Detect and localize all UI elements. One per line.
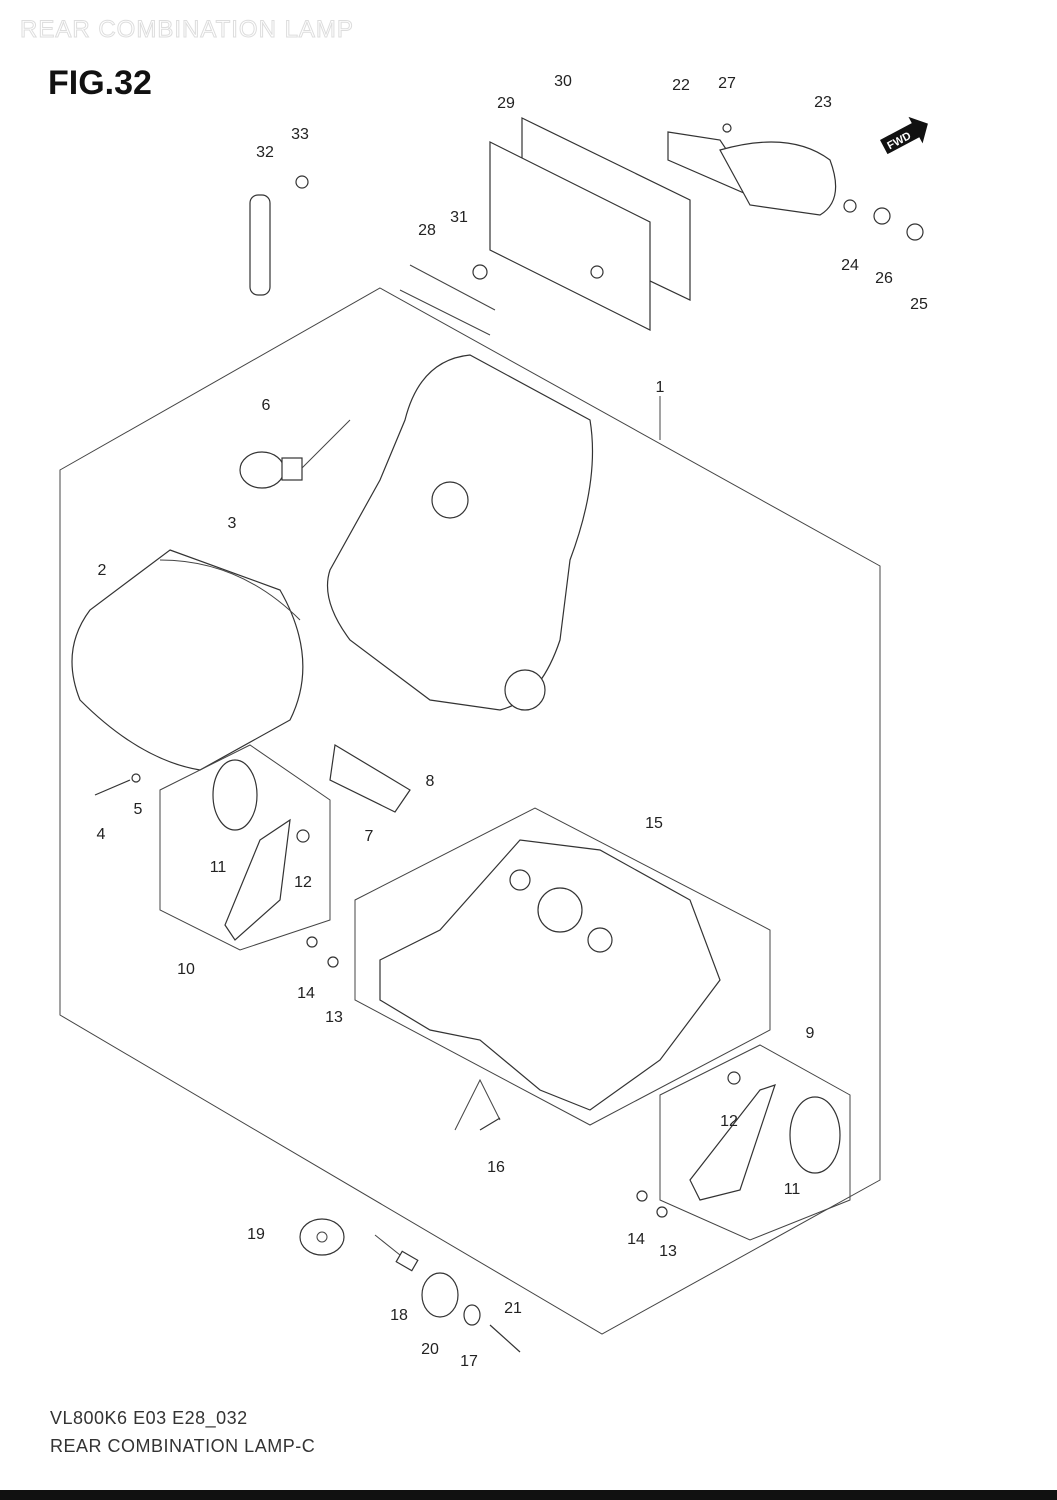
bottom-border: [0, 1490, 1057, 1500]
callout-6: 6: [262, 397, 271, 414]
callout-12: 12: [720, 1113, 738, 1130]
lamp-housing: [326, 354, 594, 711]
callout-29: 29: [497, 95, 515, 112]
turn-signal-right: [636, 1044, 851, 1241]
callout-15: 15: [645, 815, 663, 832]
callout-24: 24: [841, 257, 859, 274]
callout-25: 25: [910, 296, 928, 313]
callout-14: 14: [627, 1231, 645, 1248]
diagram-header-title: REAR COMBINATION LAMP: [20, 16, 354, 44]
callout-32: 32: [256, 144, 274, 161]
callout-4: 4: [97, 826, 106, 843]
callout-21: 21: [504, 1300, 522, 1317]
callout-1: 1: [656, 379, 665, 396]
callout-20: 20: [421, 1341, 439, 1358]
callout-13: 13: [659, 1243, 677, 1260]
lamp-lens: [71, 549, 304, 771]
callout-22: 22: [672, 77, 690, 94]
callout-11: 11: [210, 859, 227, 876]
screw-16: [454, 1078, 501, 1131]
bulb: [239, 419, 351, 489]
svg-text:FWD: FWD: [885, 130, 913, 152]
callout-10: 10: [177, 961, 195, 978]
turn-signal-left: [159, 744, 339, 968]
figure-number: FIG.32: [48, 64, 152, 102]
callout-33: 33: [291, 126, 309, 143]
callout-5: 5: [134, 801, 143, 818]
callout-9: 9: [806, 1025, 815, 1042]
callout-26: 26: [875, 270, 893, 287]
callout-14: 14: [297, 985, 315, 1002]
callout-8: 8: [426, 773, 435, 790]
callout-18: 18: [390, 1307, 408, 1324]
callout-13: 13: [325, 1009, 343, 1026]
callout-19: 19: [247, 1226, 265, 1243]
callout-labels: 30 29 22 27 23 33 32 31 28 24 26 25 1 6 …: [97, 73, 928, 1370]
callout-7: 7: [365, 828, 374, 845]
callout-2: 2: [98, 562, 107, 579]
license-plate-bracket: [489, 117, 691, 331]
forward-direction-arrow: FWD: [880, 116, 928, 155]
screw-4: [94, 773, 141, 796]
mounting-bracket: [667, 123, 924, 241]
bolt-32: [249, 175, 309, 296]
callout-12: 12: [294, 874, 312, 891]
diagram-caption: REAR COMBINATION LAMP-C: [50, 1436, 316, 1456]
callout-27: 27: [718, 75, 736, 92]
callout-11: 11: [784, 1181, 801, 1198]
callout-30: 30: [554, 73, 572, 90]
callout-23: 23: [814, 94, 832, 111]
callout-16: 16: [487, 1159, 505, 1176]
diagram-code: VL800K6 E03 E28_032: [50, 1408, 248, 1428]
plate-bracket: [354, 807, 771, 1126]
screw-31-and-strip-28: [399, 264, 496, 336]
assembly-outline: [59, 287, 881, 1335]
callout-28: 28: [418, 222, 436, 239]
callout-17: 17: [460, 1353, 478, 1370]
callout-31: 31: [450, 209, 468, 226]
reflector: [329, 744, 411, 813]
callout-3: 3: [228, 515, 237, 532]
lower-hardware: [299, 1218, 521, 1353]
